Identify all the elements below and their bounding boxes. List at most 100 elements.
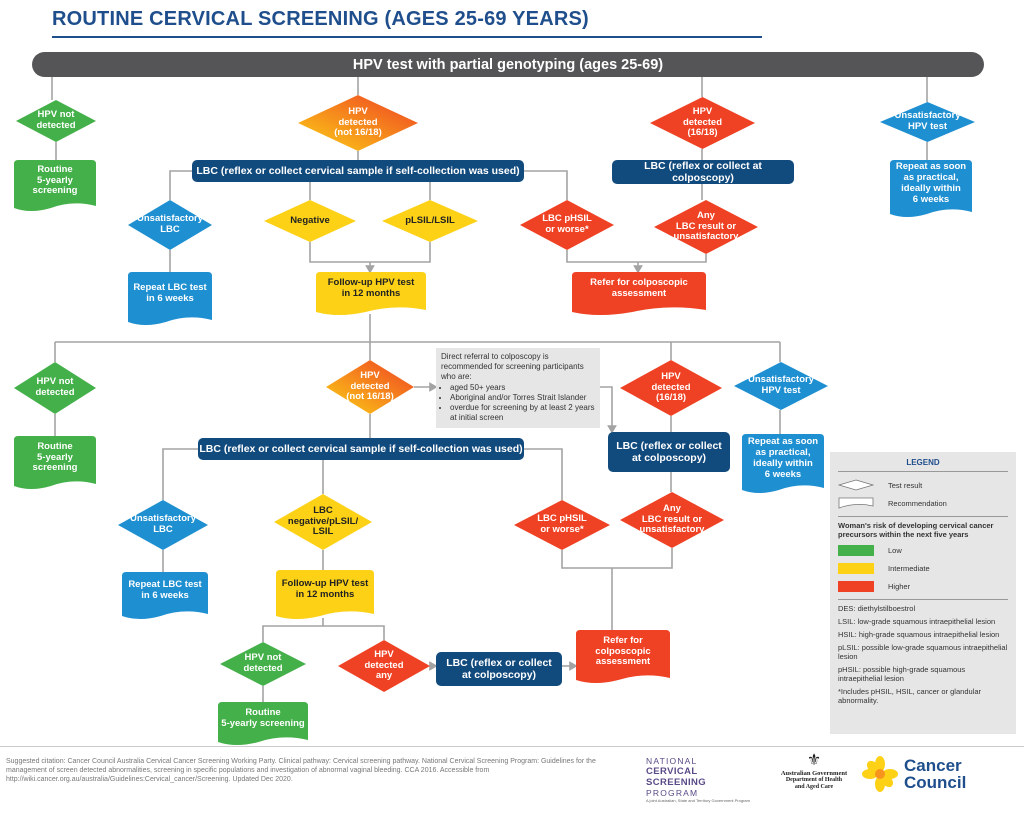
label-line: LBC (reflex or collect at colposcopy) [644, 159, 762, 184]
refer-colposcopy-card [576, 630, 670, 683]
label-line: Refer for colposcopic [590, 277, 688, 289]
connector-line [561, 548, 673, 569]
label-line: detected [36, 120, 76, 131]
label-line: 6 weeks [764, 468, 802, 480]
label-line: any [375, 670, 393, 682]
unsatisfactory-hpv-test-diamond [880, 102, 975, 142]
hpv-not-detected-diamond [14, 362, 96, 414]
red-swatch [838, 580, 874, 592]
legend-low-label: Low [888, 545, 902, 555]
label-line: (16/18) [687, 127, 718, 139]
direct-referral-list: aged 50+ years Aboriginal and/or Torres … [441, 383, 595, 423]
label-line: LBC pHSIL [537, 513, 587, 525]
lbc-reflex-bar [198, 438, 524, 460]
connector-line [162, 448, 198, 500]
unsatisfactory-hpv-test-diamond [734, 362, 828, 410]
plsil-lsil-label: pLSIL/LSIL [382, 200, 478, 242]
legend-higher-label: Higher [888, 581, 911, 591]
lbc-colposcopy-bar [608, 432, 730, 472]
label-line: Unsatisfactory [894, 110, 961, 122]
label-line: detected [338, 116, 378, 128]
label-line: Unsatisfactory [137, 213, 203, 225]
page-title: ROUTINE CERVICAL SCREENING (AGES 25-69 Y… [52, 8, 589, 30]
legend-risk-heading: Woman's risk of developing cervical canc… [838, 521, 994, 539]
label-line: or worse* [545, 224, 589, 235]
legend-test-result-label: Test result [888, 480, 923, 490]
connector-line [524, 170, 568, 200]
legend-panel: LEGEND Test result Recommendation Woman'… [830, 452, 1016, 734]
negative-label: Negative [264, 200, 356, 242]
label-line: assessment [595, 656, 651, 668]
legend-row-intermediate: Intermediate [838, 559, 1008, 577]
label-line: in 6 weeks [146, 293, 194, 304]
cancer-council-logo: Cancer Council [862, 756, 966, 792]
label-line: LBC [153, 524, 173, 535]
label-line: LBC (reflex or collect [446, 656, 552, 669]
label-line: Refer for [603, 634, 643, 646]
label-line: 6 weeks [912, 193, 950, 205]
label-line: ideally within [901, 183, 961, 194]
ncsp-line: CERVICAL SCREENING [646, 766, 707, 788]
hpv-detected-16-18-diamond [620, 360, 722, 416]
label-line: screening [32, 185, 78, 197]
label-line: LSIL [312, 526, 334, 538]
label-line: in 12 months [295, 589, 355, 600]
label-line: Unsatisfactory [130, 513, 196, 525]
label-line: HPV [692, 105, 713, 117]
refer-colposcopy-card [572, 272, 706, 315]
label-line: detected [682, 116, 723, 128]
repeat-hpv-card [890, 160, 972, 217]
label-line: detected [364, 659, 404, 671]
label-line: screening [32, 462, 78, 474]
connector-line [169, 170, 192, 200]
label-line: Routine [37, 163, 73, 175]
ncsp-logo: NATIONAL CERVICAL SCREENING PROGRAM A jo… [646, 756, 756, 803]
suggested-citation: Suggested citation: Cancer Council Austr… [6, 758, 596, 784]
arrowhead-icon [607, 425, 617, 434]
daffodil-icon [862, 756, 898, 792]
label-line: at colposcopy) [461, 669, 537, 681]
label-line: ideally within [753, 458, 813, 469]
label-line: LBC [160, 224, 180, 235]
label-line: HPV [661, 370, 681, 382]
hpv-detected-not-16-18-diamond [326, 360, 414, 414]
hpv-not-detected-diamond [16, 100, 96, 142]
hpv-detected-not-16-18-diamond [298, 95, 418, 151]
label-line: 5-yearly [37, 451, 73, 463]
hpv-detected-any-diamond [338, 640, 430, 692]
connector-line [566, 250, 707, 263]
unsatisfactory-lbc-diamond [118, 500, 208, 550]
title-underline [52, 36, 762, 38]
routine-screening-card [14, 436, 96, 489]
footer-divider [0, 746, 1024, 747]
label-line: LBC [313, 504, 333, 516]
legend-intermediate-label: Intermediate [888, 563, 930, 573]
label-line: detected [35, 387, 75, 398]
green-swatch [838, 544, 874, 556]
label-line: LBC (reflex or collect [616, 439, 722, 452]
label-line: HPV test [907, 121, 948, 132]
label-line: Routine [37, 440, 73, 452]
direct-referral-item: Aboriginal and/or Torres Strait Islander [450, 393, 595, 403]
label-line: colposcopic [595, 645, 651, 657]
direct-referral-intro: Direct referral to colposcopy is recomme… [441, 352, 584, 381]
connector-line [524, 448, 563, 500]
direct-referral-item: overdue for screening by at least 2 year… [450, 403, 595, 423]
label-line: at colposcopy) [631, 452, 707, 464]
